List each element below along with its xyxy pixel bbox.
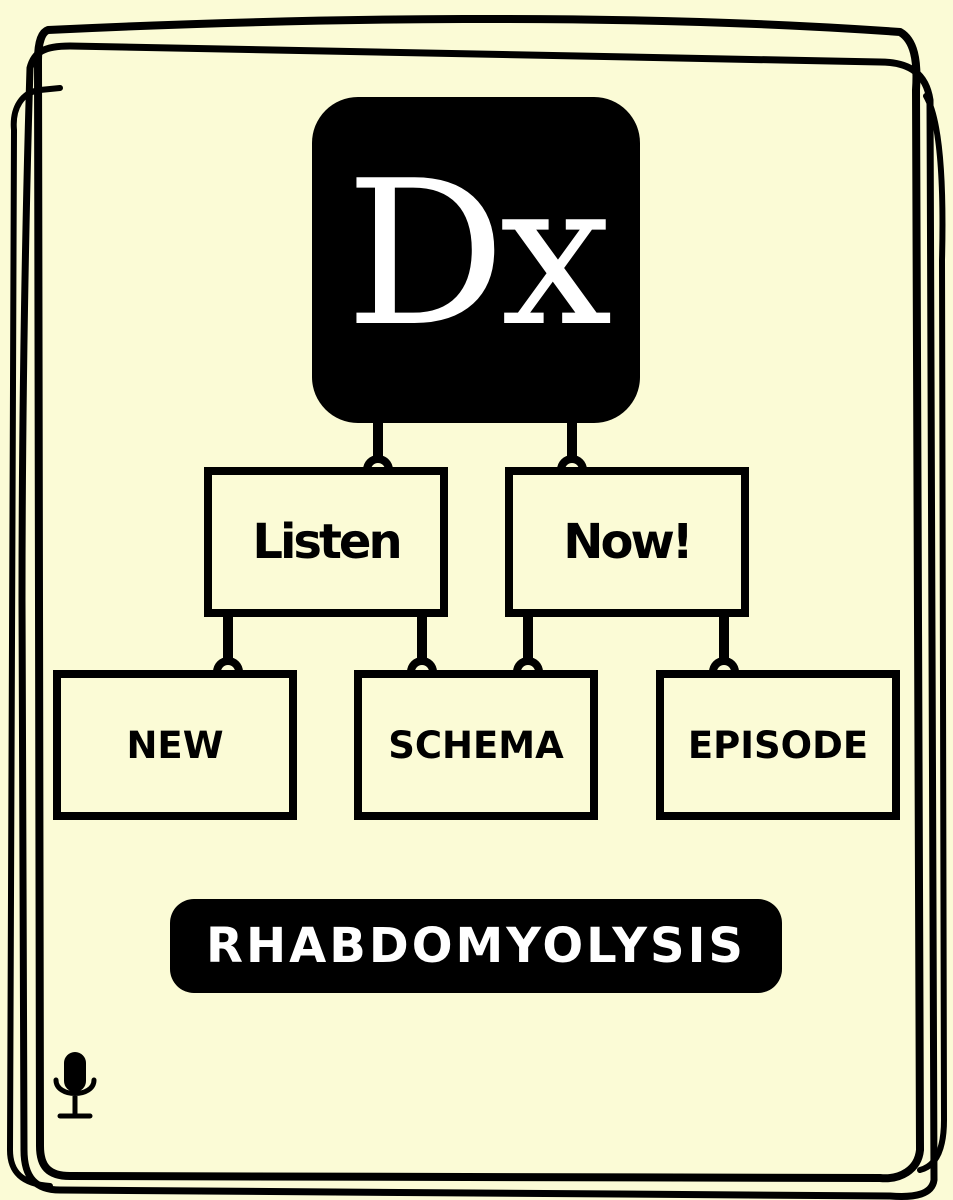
logo-text: Dx (345, 138, 612, 371)
node-schema: SCHEMA (354, 670, 598, 820)
microphone-icon (53, 1052, 97, 1119)
node-new: NEW (53, 670, 297, 820)
node-listen: Listen (204, 467, 448, 617)
node-listen-label: Listen (252, 514, 402, 570)
node-now: Now! (505, 467, 749, 617)
topic-banner: RHABDOMYOLYSIS (170, 899, 782, 993)
node-schema-label: SCHEMA (388, 723, 564, 767)
node-new-label: NEW (126, 723, 224, 767)
node-now-label: Now! (563, 514, 693, 570)
node-episode: EPISODE (656, 670, 900, 820)
node-episode-label: EPISODE (687, 723, 869, 767)
dx-logo: Dx (312, 97, 640, 423)
topic-banner-text: RHABDOMYOLYSIS (206, 918, 746, 974)
